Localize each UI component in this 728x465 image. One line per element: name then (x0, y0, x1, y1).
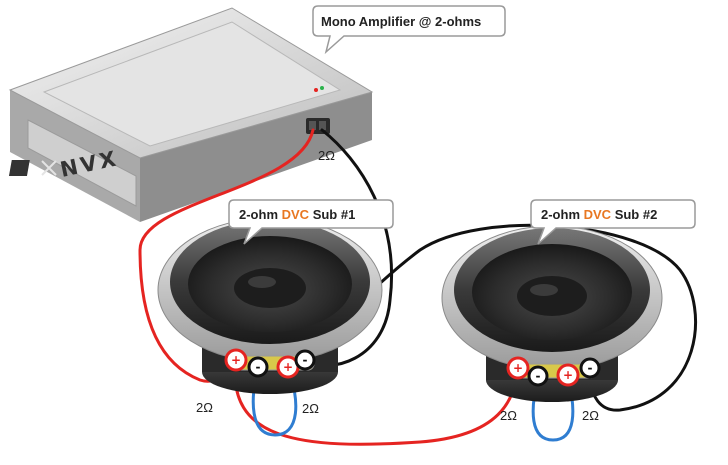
sub1-dust-cap (234, 268, 306, 308)
svg-text:-: - (303, 353, 308, 367)
protect-led-icon (320, 86, 324, 90)
sub1-to-sub2-negative-wire (303, 223, 698, 412)
amplifier-output-terminal (306, 118, 330, 134)
svg-text:+: + (283, 360, 293, 374)
sub1-callout-label: 2-ohm DVC Sub #1 (239, 207, 355, 222)
svg-text:-: - (256, 360, 261, 374)
amplifier-callout: Mono Amplifier @ 2-ohms (312, 5, 506, 55)
sub2-terminal-right-negative: - (579, 357, 601, 379)
sub2-terminal-right-positive: + (556, 363, 580, 387)
sub1-coil-left-impedance-label: 2Ω (196, 400, 213, 415)
sub1-to-sub2-positive-wire (233, 358, 520, 446)
amplifier-front-inset (27, 119, 137, 207)
svg-text:+: + (563, 368, 573, 382)
sub1-terminal-left-positive: + (224, 348, 248, 372)
sub2-coil-left-impedance-label: 2Ω (500, 408, 517, 423)
subwoofer-1: + - + - (157, 217, 383, 394)
sub2-coil-jumper-wire (531, 376, 575, 442)
sub2-coil-right-impedance-label: 2Ω (582, 408, 599, 423)
sub1-callout: 2-ohm DVC Sub #1 (228, 199, 394, 245)
sub1-coil-jumper-wire (251, 366, 298, 437)
svg-text:+: + (513, 361, 523, 375)
subwoofer-2: + - + - (441, 225, 663, 402)
sub2-callout-label: 2-ohm DVC Sub #2 (541, 207, 657, 222)
nvx-logo-icon (8, 160, 57, 176)
amplifier-impedance-label: 2Ω (318, 148, 335, 163)
sub1-terminal-left-negative: - (247, 356, 269, 378)
svg-text:+: + (231, 353, 241, 367)
power-led-icon (314, 88, 318, 92)
amplifier: NVX (8, 7, 374, 222)
sub2-callout: 2-ohm DVC Sub #2 (530, 199, 696, 245)
sub2-terminal-left-positive: + (506, 356, 530, 380)
svg-text:-: - (588, 361, 593, 375)
sub2-terminal-left-negative: - (527, 365, 549, 387)
amplifier-top-panel (42, 21, 342, 147)
amplifier-callout-label: Mono Amplifier @ 2-ohms (321, 14, 481, 29)
sub2-dust-cap (517, 276, 587, 316)
svg-text:-: - (536, 369, 541, 383)
sub1-terminal-right-negative: - (294, 349, 316, 371)
sub1-coil-right-impedance-label: 2Ω (302, 401, 319, 416)
